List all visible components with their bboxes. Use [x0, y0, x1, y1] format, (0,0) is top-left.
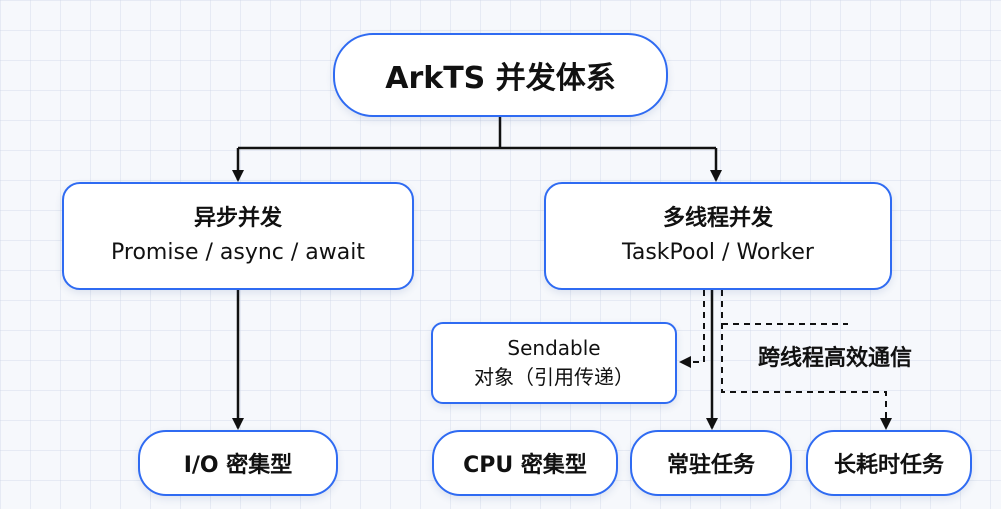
resident-task-node: 常驻任务	[630, 430, 792, 496]
sendable-line1: Sendable	[507, 336, 601, 360]
long-task-node: 长耗时任务	[806, 430, 972, 496]
cpu-intensive-label: CPU 密集型	[463, 453, 587, 478]
async-title: 异步并发	[193, 206, 282, 231]
io-intensive-label: I/O 密集型	[183, 453, 293, 478]
io-intensive-node: I/O 密集型	[138, 430, 338, 496]
resident-task-label: 常驻任务	[666, 453, 755, 478]
long-task-label: 长耗时任务	[833, 453, 944, 478]
multithread-subtitle: TaskPool / Worker	[622, 240, 814, 265]
root-node: ArkTS 并发体系	[333, 33, 668, 117]
root-title: ArkTS 并发体系	[385, 61, 616, 96]
sendable-line2: 对象（引用传递）	[474, 365, 634, 389]
multithread-title: 多线程并发	[662, 206, 773, 231]
sendable-object-node: Sendable 对象（引用传递）	[431, 322, 677, 404]
cross-thread-communication-label: 跨线程高效通信	[758, 346, 913, 371]
async-concurrency-node: 异步并发 Promise / async / await	[62, 182, 414, 290]
dashed-arrow-to-sendable	[679, 290, 705, 368]
multithread-concurrency-node: 多线程并发 TaskPool / Worker	[544, 182, 892, 290]
async-subtitle: Promise / async / await	[111, 240, 365, 265]
cpu-intensive-node: CPU 密集型	[432, 430, 618, 496]
